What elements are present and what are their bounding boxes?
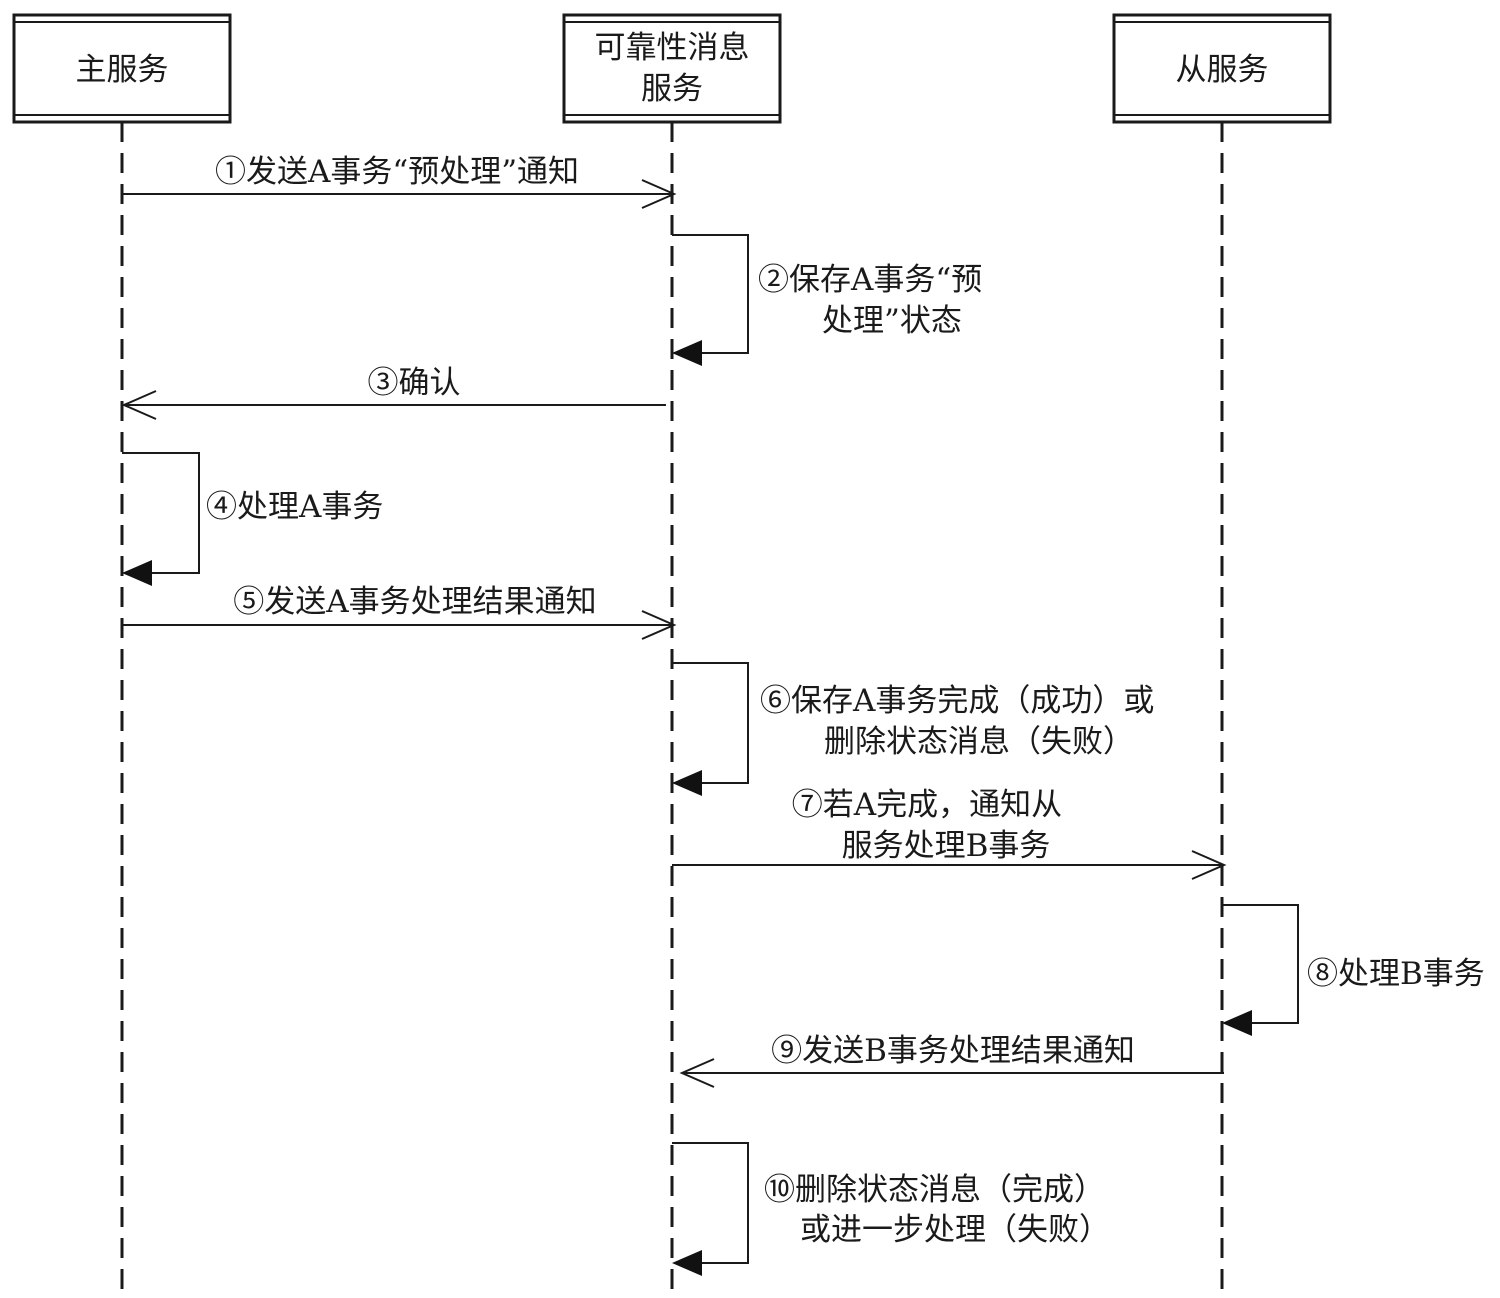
- participant-slave-service: 从服务: [1112, 13, 1332, 124]
- step-label: ⑨发送B事务处理结果通知: [771, 1033, 1135, 1069]
- self-message-step-8: ⑧处理B事务: [1222, 904, 1485, 1036]
- step-label: ⑧处理B事务: [1307, 956, 1485, 992]
- self-message-step-6: ⑥保存A事务完成（成功）或 删除状态消息（失败）: [672, 662, 1154, 796]
- step-label: ⑩删除状态消息（完成）: [764, 1172, 1105, 1208]
- step-label: 或进一步处理（失败）: [800, 1212, 1110, 1248]
- message-step-3: ③确认: [121, 365, 666, 420]
- step-label: ⑥保存A事务完成（成功）或: [760, 683, 1154, 719]
- participant-label: 可靠性消息: [595, 30, 750, 66]
- message-step-9: ⑨发送B事务处理结果通知: [679, 1033, 1224, 1088]
- participant-label: 主服务: [76, 52, 169, 88]
- step-label: ⑦若A完成，通知从: [792, 787, 1062, 823]
- step-label: ②保存A事务“预: [758, 262, 982, 298]
- step-label: 处理”状态: [822, 303, 962, 339]
- participant-label: 服务: [641, 71, 703, 107]
- self-message-step-10: ⑩删除状态消息（完成） 或进一步处理（失败）: [672, 1142, 1110, 1276]
- message-step-5: ⑤发送A事务处理结果通知: [122, 584, 677, 640]
- self-message-step-2: ②保存A事务“预 处理”状态: [672, 234, 982, 366]
- step-label: 删除状态消息（失败）: [824, 724, 1134, 760]
- participant-main-service: 主服务: [12, 13, 232, 124]
- step-label: 服务处理B事务: [842, 828, 1051, 864]
- step-label: ①发送A事务“预处理”通知: [215, 154, 579, 190]
- step-label: ④处理A事务: [206, 489, 383, 525]
- message-step-1: ①发送A事务“预处理”通知: [122, 154, 677, 209]
- participant-reliable-message-service: 可靠性消息 服务: [562, 13, 782, 124]
- step-label: ⑤发送A事务处理结果通知: [233, 584, 596, 620]
- step-label: ③确认: [368, 365, 461, 401]
- self-message-step-4: ④处理A事务: [122, 452, 383, 586]
- participant-label: 从服务: [1176, 52, 1269, 88]
- message-step-7: ⑦若A完成，通知从 服务处理B事务: [672, 787, 1227, 880]
